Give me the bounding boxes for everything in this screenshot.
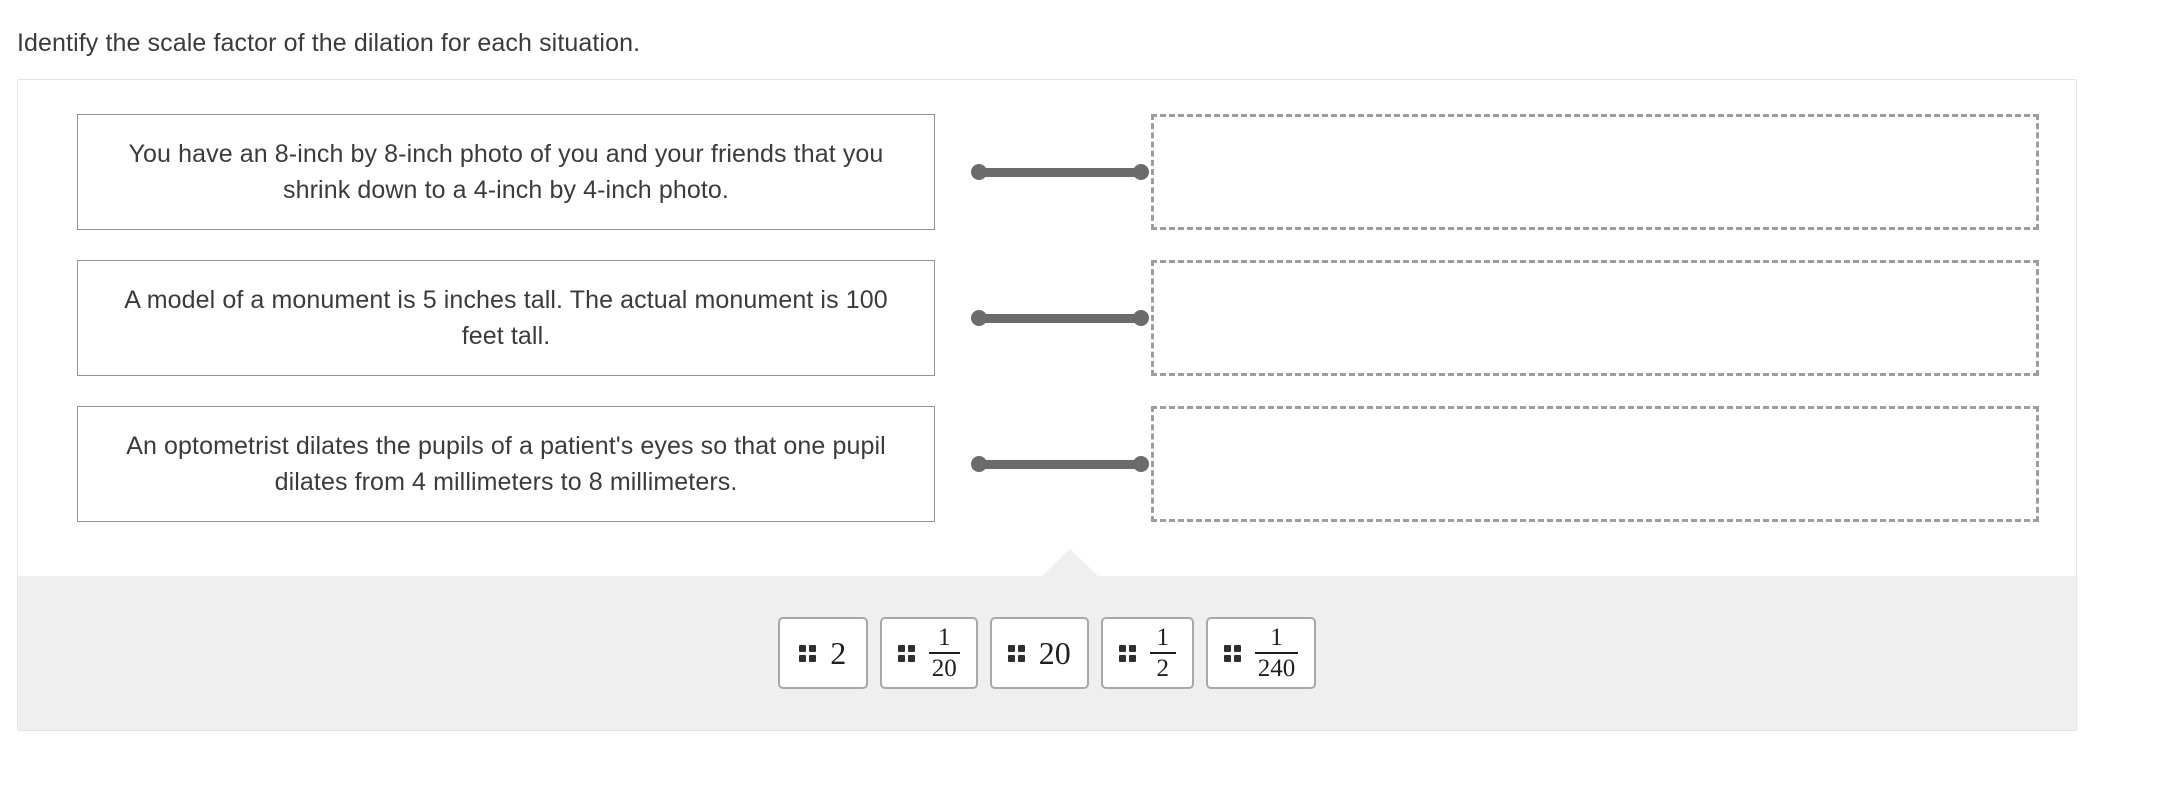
connector-bar	[979, 460, 1141, 469]
fraction-denominator: 2	[1156, 655, 1170, 682]
table-row: A model of a monument is 5 inches tall. …	[18, 260, 2076, 376]
drag-dots-icon[interactable]	[1223, 644, 1241, 662]
drag-dots-icon[interactable]	[897, 644, 915, 662]
fraction-denominator: 20	[931, 655, 957, 682]
situation-text-2: A model of a monument is 5 inches tall. …	[124, 286, 888, 350]
drop-zone-3[interactable]	[1151, 406, 2039, 522]
tile-number-value: 20	[1038, 635, 1071, 671]
situation-text-3: An optometrist dilates the pupils of a p…	[126, 432, 886, 496]
tile-number-value: 2	[830, 635, 847, 671]
fraction-bar	[1254, 652, 1299, 654]
activity-card: You have an 8-inch by 8-inch photo of yo…	[17, 79, 2077, 731]
fraction-numerator: 1	[938, 624, 951, 651]
connector-line-3	[971, 456, 1149, 472]
answer-tile-tile-20[interactable]: 20	[989, 617, 1089, 689]
drag-dots-icon[interactable]	[1118, 644, 1136, 662]
fraction-numerator: 1	[1270, 624, 1283, 651]
drop-zone-1[interactable]	[1151, 114, 2039, 230]
table-row: An optometrist dilates the pupils of a p…	[18, 406, 2076, 522]
drag-dots-icon[interactable]	[799, 644, 817, 662]
connector-knob-right-icon	[1133, 310, 1149, 326]
matching-area: You have an 8-inch by 8-inch photo of yo…	[18, 80, 2076, 576]
connector-bar	[979, 168, 1141, 177]
connector-bar	[979, 314, 1141, 323]
tray-notch-icon	[1042, 549, 1098, 576]
drag-dots-icon[interactable]	[1007, 644, 1025, 662]
drop-zone-2[interactable]	[1151, 260, 2039, 376]
page-title: Identify the scale factor of the dilatio…	[17, 29, 641, 57]
connector-knob-right-icon	[1133, 164, 1149, 180]
connector-line-2	[971, 310, 1149, 326]
fraction-denominator: 240	[1257, 655, 1296, 682]
answer-tile-tile-2[interactable]: 2	[777, 617, 868, 689]
fraction-bar	[928, 652, 960, 654]
situation-box-2: A model of a monument is 5 inches tall. …	[77, 260, 935, 376]
connector-knob-right-icon	[1133, 456, 1149, 472]
connector-line-1	[971, 164, 1149, 180]
fraction-numerator: 1	[1156, 624, 1170, 651]
situation-text-1: You have an 8-inch by 8-inch photo of yo…	[128, 140, 884, 204]
fraction-bar	[1149, 652, 1176, 654]
situation-box-1: You have an 8-inch by 8-inch photo of yo…	[77, 114, 935, 230]
situation-box-3: An optometrist dilates the pupils of a p…	[77, 406, 935, 522]
table-row: You have an 8-inch by 8-inch photo of yo…	[18, 114, 2076, 230]
